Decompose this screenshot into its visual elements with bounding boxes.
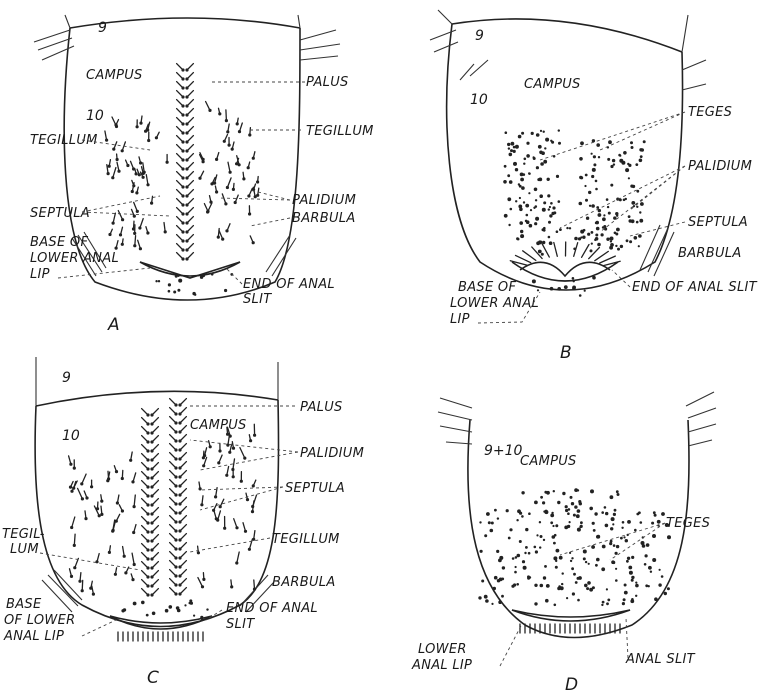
caption-d: D <box>565 675 578 694</box>
label-base-of-b: BASE OF <box>458 280 516 295</box>
label-septula-c: SEPTULA <box>285 481 345 496</box>
panel-a: 9 10 CAMPUS PALUS TEGILLUM TEGILLUM SEPT… <box>30 15 374 335</box>
segment-10-label-c: 10 <box>62 428 80 444</box>
label-teges-d: TEGES <box>666 516 710 531</box>
label-slit-a: SLIT <box>243 292 272 307</box>
label-tegillum-left-a: TEGILLUM <box>30 133 98 148</box>
label-palidium-b: PALIDIUM <box>688 159 752 174</box>
label-campus-d: CAMPUS <box>520 454 577 469</box>
label-end-of-anal-slit-b: END OF ANAL SLIT <box>632 280 758 295</box>
segment-9-label-b: 9 <box>475 28 484 44</box>
label-campus-c: CAMPUS <box>190 418 247 433</box>
label-palus-a: PALUS <box>306 75 349 90</box>
label-palidium-c: PALIDIUM <box>300 446 364 461</box>
segment-9-label-a: 9 <box>98 20 107 36</box>
label-base-c: BASE <box>6 597 42 612</box>
label-lum-c: LUM <box>10 542 39 557</box>
segment-9-label-c: 9 <box>62 370 71 386</box>
label-lower-d: LOWER <box>418 642 467 657</box>
label-barbula-a: BARBULA <box>292 211 356 226</box>
bristle-field-b <box>503 129 646 296</box>
label-end-of-anal-c: END OF ANAL <box>226 601 318 616</box>
label-palus-c: PALUS <box>300 400 343 415</box>
label-tegillum-right-a: TEGILLUM <box>306 124 374 139</box>
label-anal-lip-d: ANAL LIP <box>411 658 472 673</box>
label-palidium-a: PALIDIUM <box>292 193 356 208</box>
label-tegil-c: TEGIL- <box>2 527 45 542</box>
panel-d: 9+10 CAMPUS TEGES LOWER ANAL LIP ANAL SL… <box>411 392 716 694</box>
label-septula-b: SEPTULA <box>688 215 748 230</box>
caption-b: B <box>560 343 572 363</box>
label-end-of-anal-a: END OF ANAL <box>243 277 335 292</box>
label-slit-c: SLIT <box>226 617 255 632</box>
label-tegillum-right-c: TEGILLUM <box>272 532 340 547</box>
panel-c: 9 10 PALUS CAMPUS PALIDIUM SEPTULA TEGIL… <box>2 357 364 688</box>
label-lip-b: LIP <box>450 312 470 327</box>
label-anal-slit-d: ANAL SLIT <box>625 652 696 667</box>
caption-c: C <box>147 668 159 688</box>
label-base-of-a: BASE OF <box>30 235 88 250</box>
bristle-field-d <box>478 488 671 633</box>
label-lip-a: LIP <box>30 267 50 282</box>
label-lower-anal-b: LOWER ANAL <box>450 296 539 311</box>
segment-10-label-b: 10 <box>470 92 488 108</box>
caption-a: A <box>107 315 120 335</box>
bristle-field-a <box>105 64 259 296</box>
label-teges-b: TEGES <box>688 105 732 120</box>
label-barbula-b: BARBULA <box>678 246 742 261</box>
label-anal-lip-c: ANAL LIP <box>3 629 64 644</box>
segment-10-label-a: 10 <box>86 108 104 124</box>
label-of-lower-c: OF LOWER <box>4 613 75 628</box>
label-septula-a: SEPTULA <box>30 206 90 221</box>
segment-9-10-label-d: 9+10 <box>484 443 523 459</box>
panel-b: 9 10 CAMPUS TEGES PALIDIUM SEPTULA BARBU… <box>430 10 758 363</box>
label-lower-anal-a: LOWER ANAL <box>30 251 119 266</box>
label-campus-a: CAMPUS <box>86 68 143 83</box>
label-barbula-c: BARBULA <box>272 575 336 590</box>
label-campus-b: CAMPUS <box>524 77 581 92</box>
